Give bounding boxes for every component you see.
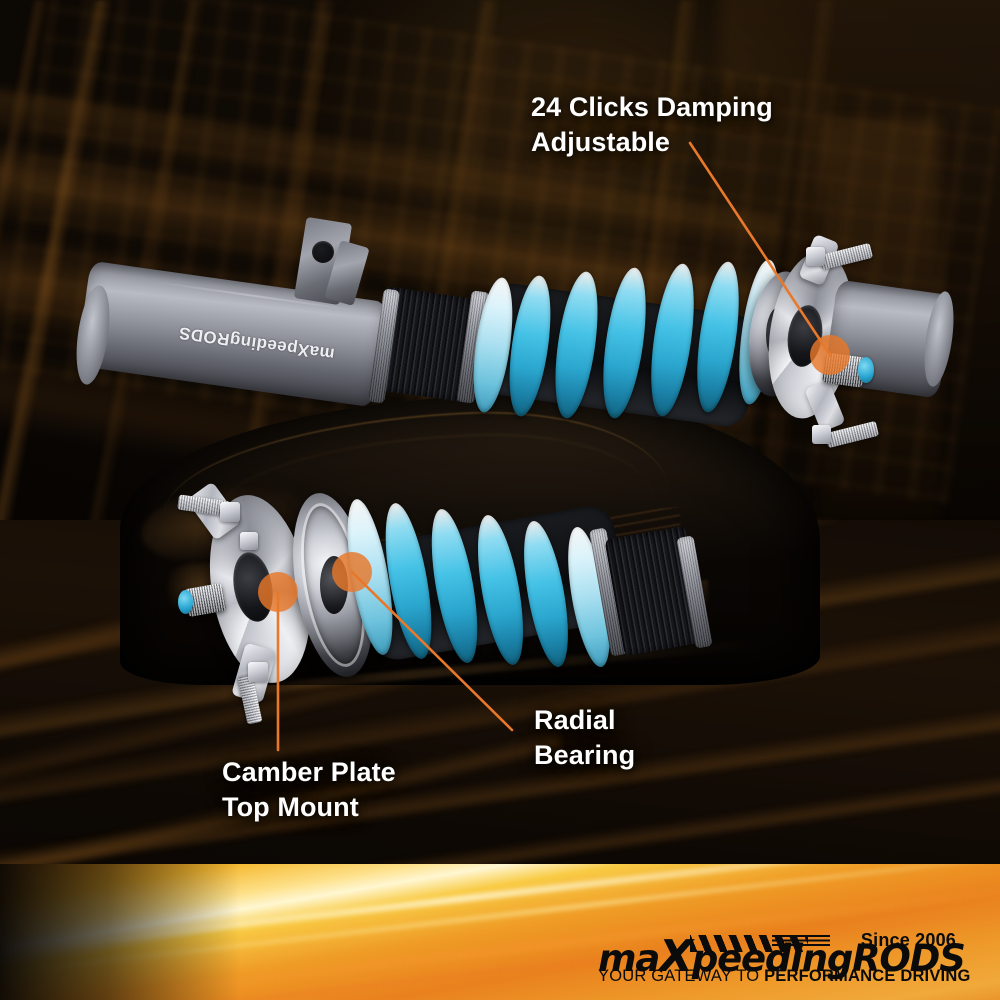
brand-wordmark-prefix: ma (598, 937, 660, 980)
callout-label-radial-bearing: Radial Bearing (534, 705, 636, 770)
callout-label-damping: 24 Clicks Damping Adjustable (531, 92, 773, 157)
brand-logo: maXpeedingRODS Since 2006 YOUR GATEWAY T… (598, 930, 970, 985)
brand-logo-wordmark-row: maXpeedingRODS Since 2006 (598, 930, 966, 982)
callout-label-camber-plate: Camber Plate Top Mount (222, 757, 396, 822)
lower-stud-nut-mid (240, 532, 258, 550)
upper-stud-nut-bottom (812, 425, 831, 444)
brand-wordmark-suffix: RODS (852, 937, 966, 980)
tagline-bold: PERFORMANCE DRIVING (764, 967, 971, 985)
upper-stud-nut-top (806, 247, 825, 266)
bottom-banner: maXpeedingRODS Since 2006 YOUR GATEWAY T… (0, 864, 1000, 1000)
lower-stud-nut-top (220, 502, 240, 522)
lower-damping-knob-cap (178, 590, 193, 614)
lower-stud-nut-bottom (248, 662, 268, 682)
brand-wordmark-x: X (659, 931, 693, 982)
tagline-light: YOUR GATEWAY TO (598, 967, 765, 985)
damping-knob-cap (858, 357, 874, 383)
upper-bracket-hole (312, 241, 334, 263)
banner-left-fade (0, 864, 240, 1000)
speed-lines-icon (772, 935, 830, 948)
lower-bearing-core (320, 556, 348, 614)
brand-tagline: YOUR GATEWAY TO PERFORMANCE DRIVING (598, 967, 970, 986)
coilover-lower (177, 440, 740, 730)
since-label: Since 2006 (860, 930, 956, 950)
